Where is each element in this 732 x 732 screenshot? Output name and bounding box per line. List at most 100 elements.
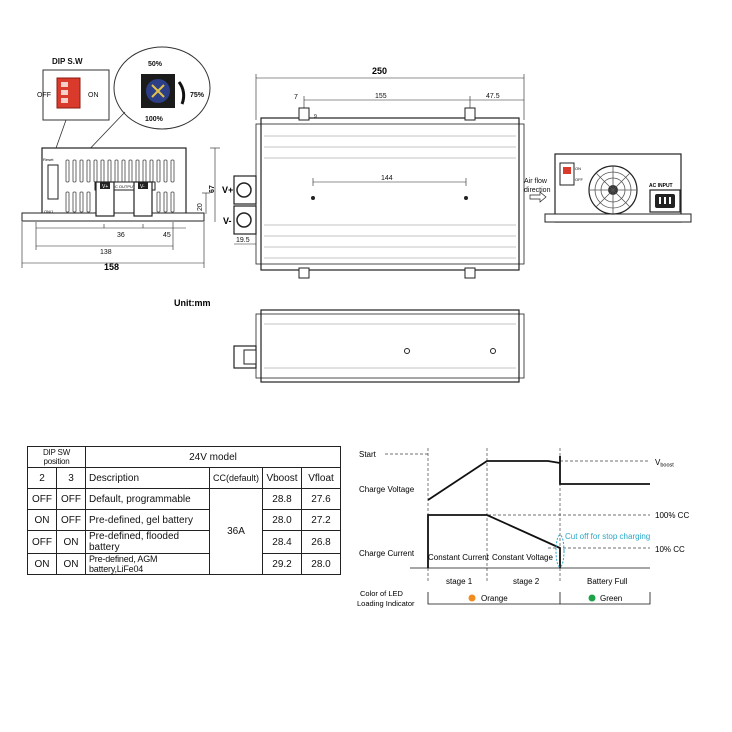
led-green-label: Green [600,594,622,603]
rear-power-switch-rocker[interactable] [563,167,571,174]
rear-switch-off: OFF [575,177,584,182]
top-dim-155: 155 [375,93,387,100]
front-view: Reset ON/1 DC OUTPUT V+ V- 36 45 138 158… [21,147,220,272]
knob-50-label: 50% [148,61,163,68]
cc100-label: 100% CC [655,511,689,520]
front-dim-67: 67 [209,185,216,193]
front-dim-20: 20 [197,203,204,211]
row-sw2: ON [27,553,57,575]
row-sw3: OFF [56,488,86,510]
front-dim-36: 36 [117,232,125,239]
row-description: Pre-defined, flooded battery [85,530,210,554]
top-dim-9: 9 [314,114,317,120]
curve-start-label: Start [359,450,377,459]
dip-lever-1[interactable] [61,82,68,87]
rear-view: ON OFF AC INPUT Air flow direction [524,153,692,223]
knob-100-label: 100% [145,116,164,123]
knob-cross-icon [151,84,165,98]
row-sw2: ON [27,509,57,531]
dip-off-label: OFF [37,92,51,99]
dip-switch-block[interactable] [56,77,81,109]
header-sw3: 3 [56,467,86,489]
header-vboost: Vboost [262,467,303,489]
row-vfloat: 26.8 [301,530,342,554]
constant-current-label: Constant Current [428,553,490,562]
row-vfloat: 27.2 [301,509,342,531]
header-description: Description [85,467,210,489]
led-title-line-1: Color of LED [360,589,404,598]
top-tab-left [298,107,310,121]
row-vfloat: 28.0 [301,553,342,575]
terminal-plus-label: V+ [222,185,233,195]
front-dim-158: 158 [104,262,119,272]
row-sw3: ON [56,553,86,575]
row-vboost: 28.8 [262,488,303,510]
row-vfloat: 27.6 [301,488,342,510]
top-tab-bottom-left [298,267,310,279]
stage1-label: stage 1 [446,577,473,586]
side-terminal-inner [243,349,257,365]
battery-full-label: Battery Full [587,577,628,586]
front-dimension-lines [21,147,220,268]
row-sw3: ON [56,530,86,554]
table-subheader-row: 2 3 Description CC(default) Vboost Vfloa… [27,467,342,489]
row-description: Pre-defined, AGM battery,LiFe04 [85,553,210,575]
front-vplus-label: V+ [102,184,108,190]
row-description: Default, programmable [85,488,210,510]
front-terminal-plus-cap [100,182,110,189]
led-title-line-2: Loading Indicator [357,599,415,608]
side-screw-right [490,348,496,354]
row-cc: 36A [208,488,264,575]
led-bracket [427,592,651,605]
header-sw2: 2 [27,467,57,489]
vboost-label: Vboost [655,458,674,469]
front-terminal-minus-cap [138,182,148,189]
top-tab-bottom-right [464,267,476,279]
row-sw3: OFF [56,509,86,531]
rear-switch-on: ON [575,166,581,171]
dip-lever-3[interactable] [61,98,68,103]
spec-table: DIP SW position 24V model 2 3 Descriptio… [27,446,342,575]
charging-curve: Start Charge Voltage Charge Current Cut … [357,448,689,608]
airflow-line-1: Air flow [524,178,548,185]
front-reset-label: Reset [43,157,54,162]
top-tab-right [464,107,476,121]
curve-current-label: Charge Current [359,549,415,558]
front-output-label: DC OUTPUT [112,184,136,189]
top-view: 250 7 155 47.5 9 144 19.5 V+ V- [222,66,525,279]
dip-lever-2[interactable] [61,90,68,95]
table-row: OFF OFF Default, programmable 36A 28.8 2… [27,488,342,575]
cc10-label: 10% CC [655,545,685,554]
rear-mount-plate [544,213,692,223]
led-orange-label: Orange [481,594,508,603]
header-vfloat: Vfloat [301,467,342,489]
terminal-minus-bolt [236,212,252,228]
header-model: 24V model [84,446,342,468]
vboost-main: V [655,458,661,467]
front-output-strip [94,181,156,191]
unit-label: Unit:mm [174,298,211,308]
header-dip: DIP SW position [27,446,86,468]
top-mount-hole-right [464,196,468,200]
front-dip-panel [47,164,59,200]
row-sw2: OFF [27,530,57,554]
top-dim-144: 144 [381,175,393,182]
row-description: Pre-defined, gel battery [85,509,210,531]
table-row: ON ON Pre-defined, AGM battery,LiFe04 29… [27,553,342,575]
led-green-icon [588,594,596,602]
side-body [260,309,520,383]
airflow-line-2: direction [524,187,551,194]
top-mount-hole-left [311,196,315,200]
rear-fan-spokes [589,166,637,214]
top-dim-7: 7 [294,94,298,101]
dip-switch-callout: DIP S.W OFF ON [37,57,110,166]
rear-ac-input-label: AC INPUT [649,183,673,189]
table-row: OFF ON Pre-defined, flooded battery 28.4… [27,530,342,554]
top-dimension-lines [234,74,525,245]
float-voltage-line [559,456,650,485]
airflow-arrow-icon [529,191,547,203]
vboost-sub: boost [660,463,674,469]
top-body [260,117,520,271]
led-orange-icon [468,594,476,602]
top-dim-195: 19.5 [236,237,250,244]
